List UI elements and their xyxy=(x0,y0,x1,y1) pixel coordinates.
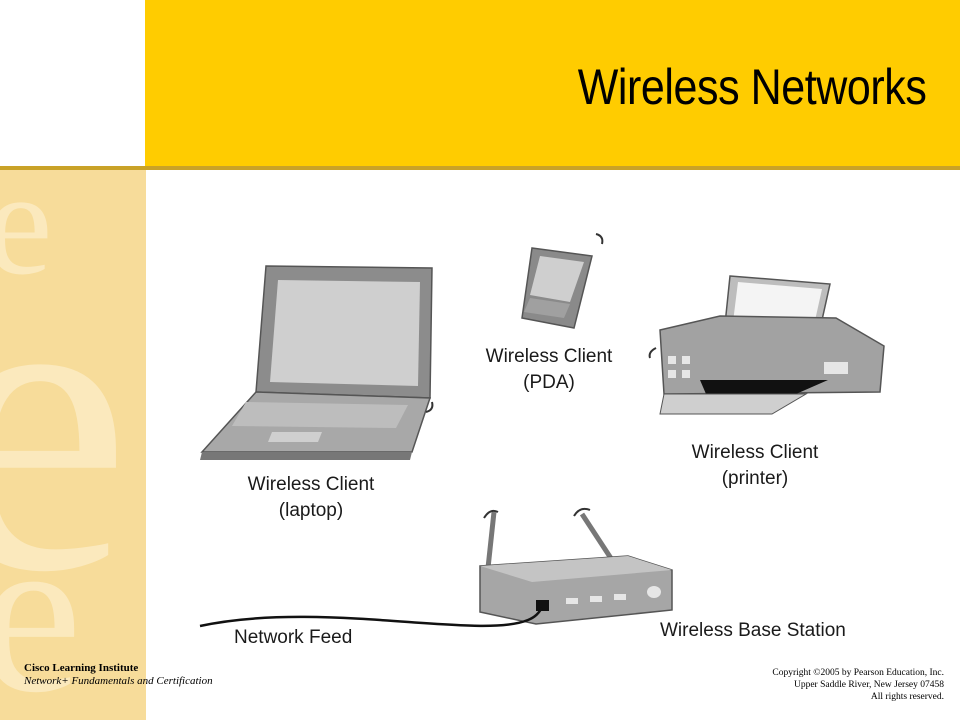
header-divider xyxy=(0,166,960,170)
copyright-line: All rights reserved. xyxy=(870,692,944,702)
signal-arc-icon xyxy=(483,509,499,519)
footer-copyright: Copyright ©2005 by Pearson Education, In… xyxy=(772,667,944,703)
pda-label: Wireless Client (PDA) xyxy=(485,346,613,393)
signal-arc-icon xyxy=(573,507,591,517)
header-band xyxy=(145,0,960,168)
footer-course-info: Cisco Learning Institute Network+ Fundam… xyxy=(24,662,213,688)
pda-icon xyxy=(521,247,593,329)
signal-arc-icon xyxy=(425,401,434,413)
base-station-label: Wireless Base Station xyxy=(660,620,846,641)
copyright-line: Copyright ©2005 by Pearson Education, In… xyxy=(772,668,944,678)
network-feed-label: Network Feed xyxy=(234,627,353,648)
signal-arc-icon xyxy=(648,347,657,359)
network-feed-cable xyxy=(199,607,543,628)
base-station-icon xyxy=(479,511,673,625)
slide-title: Wireless Networks xyxy=(577,59,926,115)
side-panel-decoration: e e e xyxy=(0,168,146,720)
laptop-icon xyxy=(200,265,433,460)
decorative-e-glyph: e xyxy=(0,485,83,720)
laptop-label: Wireless Client (laptop) xyxy=(247,474,375,521)
decorative-e-glyph: e xyxy=(0,168,53,306)
printer-icon xyxy=(659,275,885,415)
printer-label: Wireless Client (printer) xyxy=(691,442,819,489)
decorative-e-glyph: e xyxy=(0,185,131,661)
footer-organization: Cisco Learning Institute xyxy=(24,662,139,674)
signal-arc-icon xyxy=(595,233,604,245)
footer-course: Network+ Fundamentals and Certification xyxy=(24,675,213,687)
copyright-line: Upper Saddle River, New Jersey 07458 xyxy=(793,680,944,690)
